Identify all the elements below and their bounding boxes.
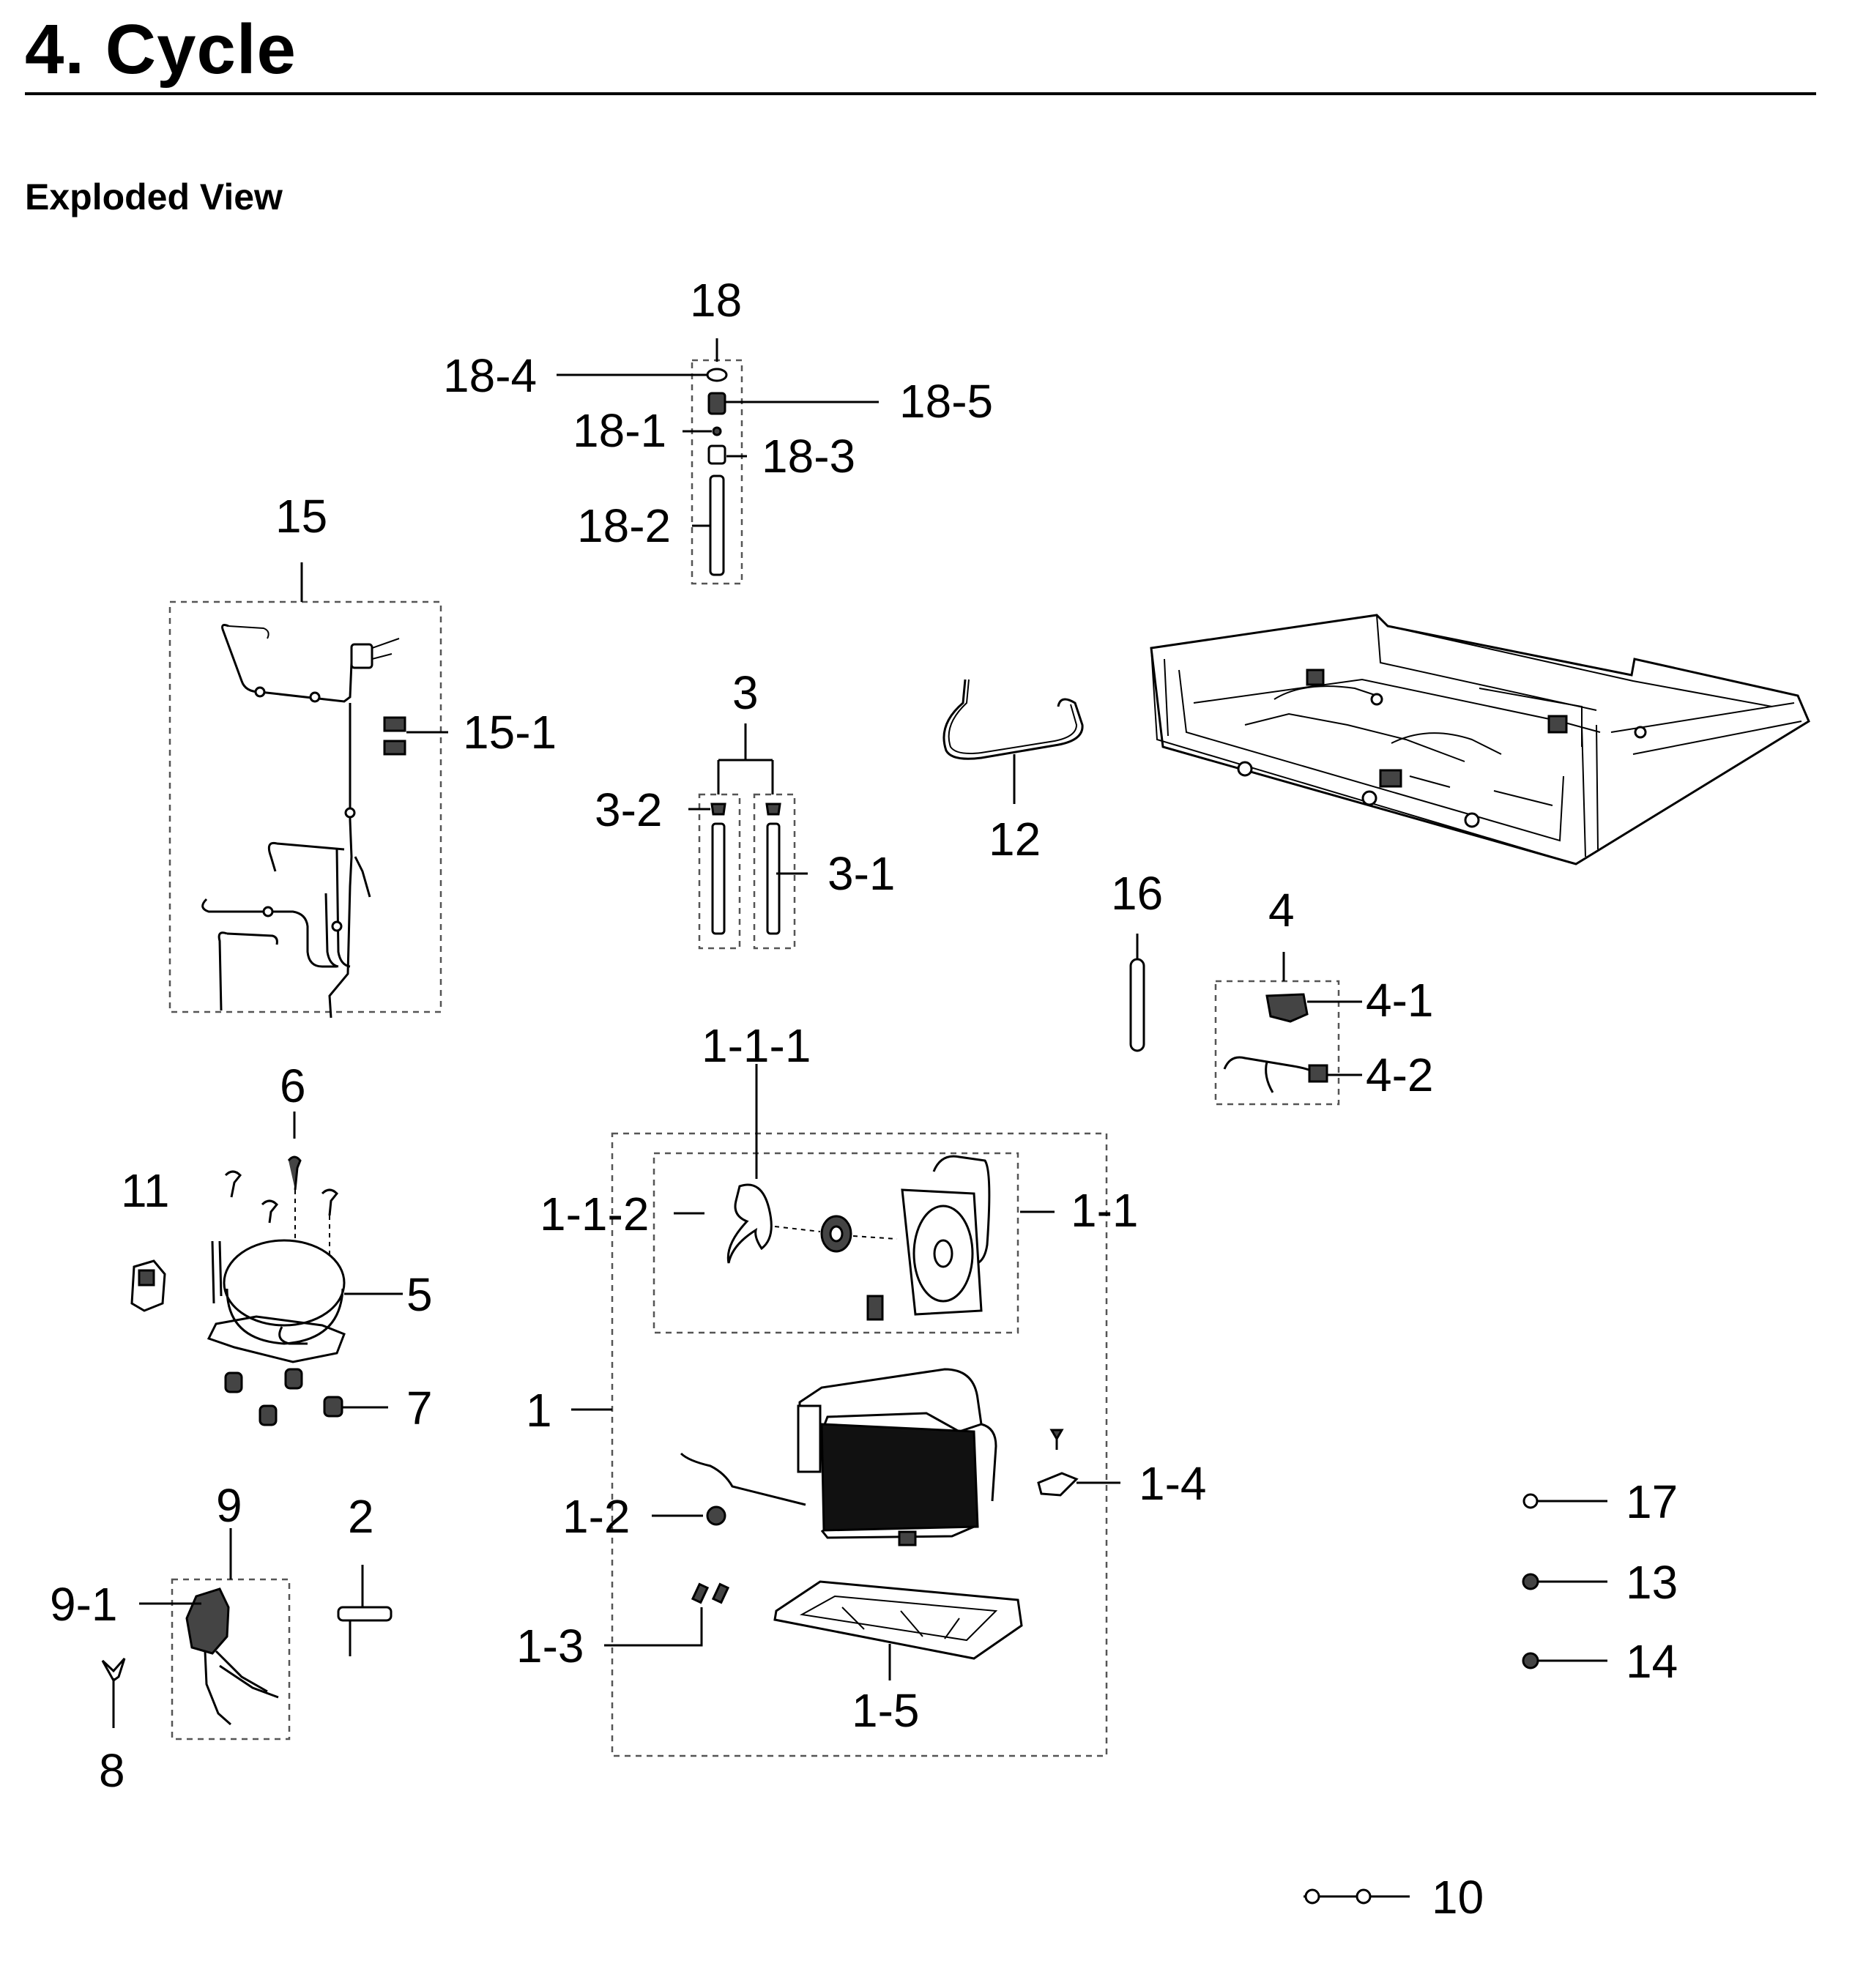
label-4-1: 4-1: [1366, 974, 1434, 1027]
compressor-assembly: [130, 1112, 403, 1426]
label-1-2: 1-2: [562, 1490, 631, 1543]
label-18-1: 18-1: [573, 404, 666, 457]
label-18-3: 18-3: [762, 430, 855, 483]
part-1-assembly: [571, 1064, 1120, 1757]
label-15-1: 15-1: [463, 706, 557, 759]
label-6: 6: [280, 1060, 306, 1112]
part-9-assembly: [101, 1528, 393, 1741]
label-10: 10: [1432, 1871, 1484, 1924]
label-17: 17: [1626, 1475, 1678, 1528]
part-18-5-core: [707, 392, 726, 415]
label-8: 8: [99, 1744, 125, 1797]
label-13: 13: [1626, 1556, 1678, 1609]
label-2: 2: [348, 1490, 374, 1543]
label-12: 12: [989, 813, 1041, 865]
label-4-2: 4-2: [1366, 1049, 1434, 1101]
callout-labels: 18 18-4 18-5 18-1 18-3 18-2 15 15-1 3 3-…: [50, 274, 1678, 1924]
part-18-4-cap: [706, 368, 728, 382]
label-1-5: 1-5: [852, 1684, 920, 1737]
part-15-assembly: [168, 562, 448, 1019]
label-18: 18: [690, 274, 742, 327]
label-1: 1: [526, 1384, 552, 1437]
part-18-assembly: [557, 338, 879, 585]
label-16: 16: [1111, 867, 1163, 920]
part-4-assembly: [1214, 952, 1362, 1106]
label-11: 11: [121, 1164, 169, 1217]
label-1-1-1: 1-1-1: [702, 1019, 811, 1072]
title-divider: [25, 92, 1816, 95]
chassis-frame: [1150, 614, 1810, 865]
part-18-3-nut: [707, 444, 726, 465]
label-3-2: 3-2: [595, 783, 663, 836]
label-1-1: 1-1: [1071, 1184, 1139, 1237]
label-3-1: 3-1: [828, 847, 896, 900]
label-3: 3: [732, 666, 759, 719]
part-12-pipe: [942, 679, 1084, 804]
part-18-1-ring: [712, 426, 722, 436]
label-7: 7: [406, 1382, 433, 1434]
label-18-2: 18-2: [577, 499, 671, 552]
label-18-5: 18-5: [899, 375, 993, 428]
loose-parts: [1304, 1493, 1607, 1905]
label-1-1-2: 1-1-2: [540, 1188, 649, 1240]
label-9: 9: [216, 1479, 242, 1532]
label-4: 4: [1268, 884, 1295, 937]
label-18-4: 18-4: [443, 349, 537, 402]
page-title: 4. Cycle: [25, 10, 297, 89]
label-15: 15: [275, 490, 327, 543]
label-1-3: 1-3: [516, 1620, 584, 1672]
part-16-sensor: [1129, 934, 1145, 1052]
label-14: 14: [1626, 1635, 1678, 1688]
part-18-2-pipe: [709, 474, 725, 576]
label-5: 5: [406, 1268, 433, 1321]
section-title: Exploded View: [25, 176, 283, 217]
label-1-4: 1-4: [1139, 1457, 1207, 1510]
label-9-1: 9-1: [50, 1578, 118, 1631]
part-3-assembly: [688, 723, 808, 950]
